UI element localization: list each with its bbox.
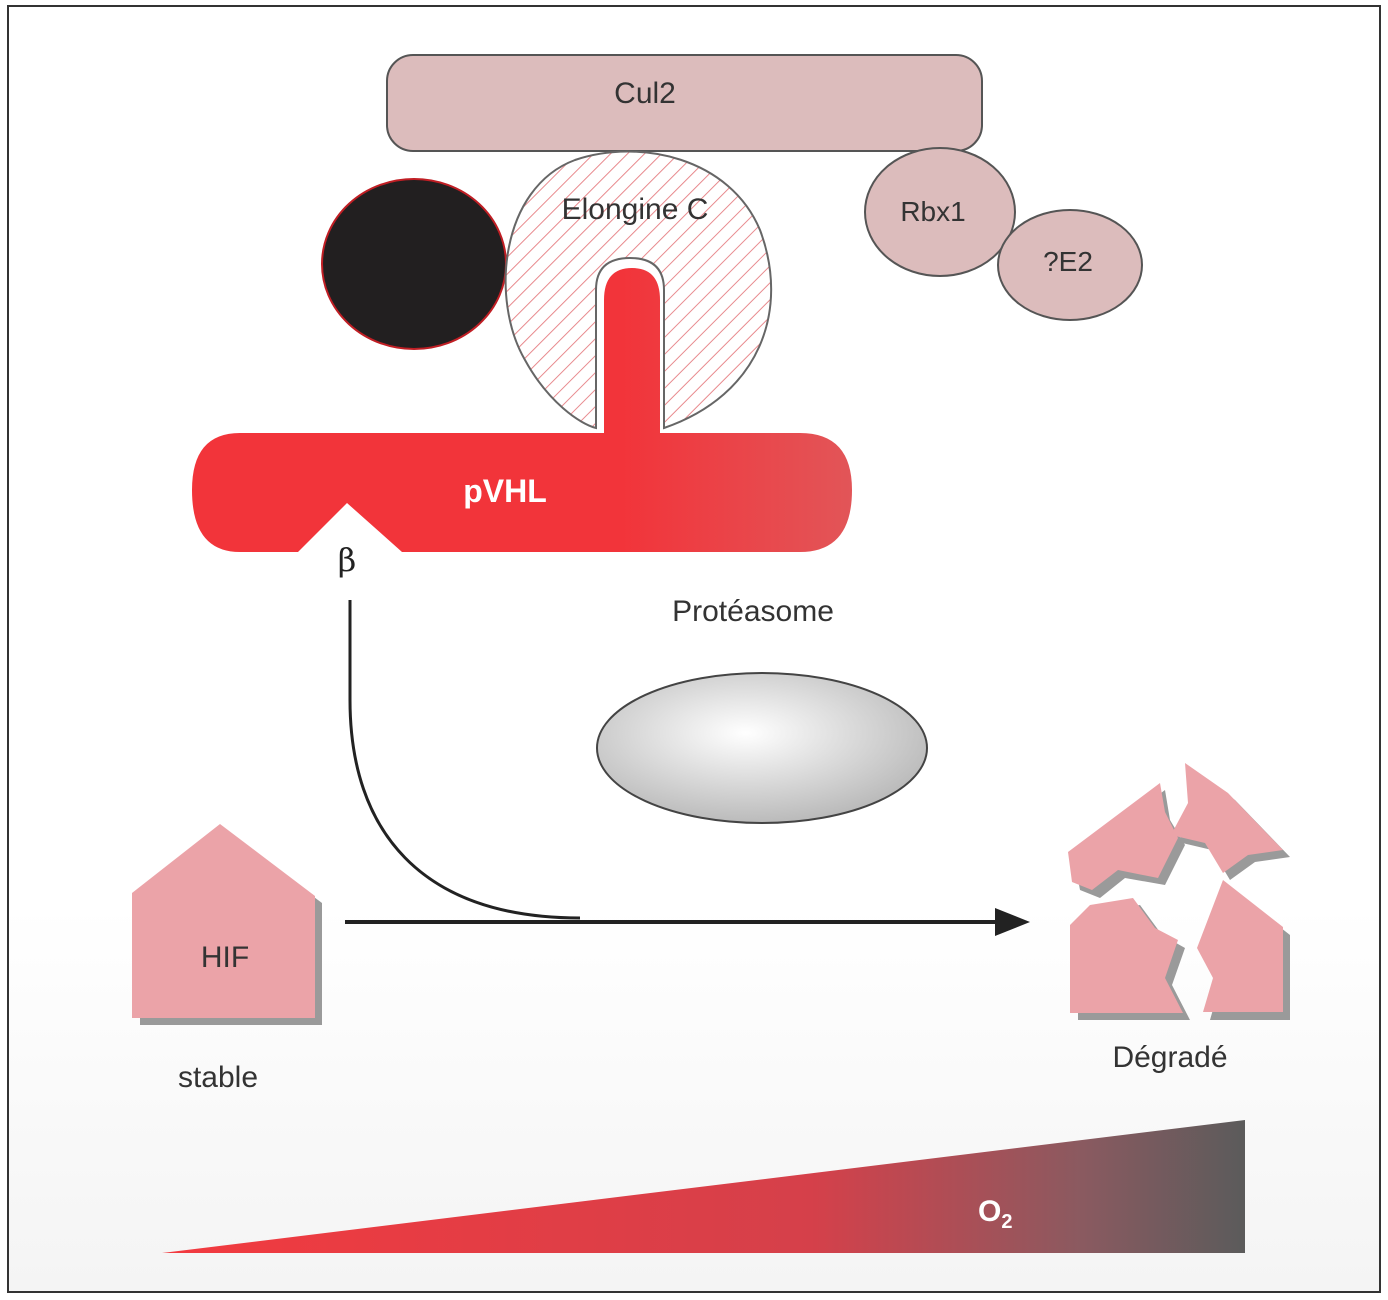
beta-label: β [337,541,357,579]
oxygen-gradient-wedge [162,1120,1245,1253]
elongine-c-protein [504,150,773,430]
hif-house [132,824,315,1018]
o2-label-main: O [978,1195,1002,1228]
curved-path [348,600,581,920]
proteasome-label: Protéasome [672,595,834,628]
degraded-house [1068,763,1290,1020]
o2-label-subscript: 2 [1001,1211,1013,1233]
o2-label: O2 [978,1195,1013,1233]
proteasome [596,672,928,824]
rbx1-label: Rbx1 [900,196,966,227]
stable-label: stable [177,1061,259,1094]
cul2-protein [386,54,983,152]
rbx1-protein [864,147,1016,277]
elongine-c-label: Elongine C [561,193,709,226]
e2-protein [997,209,1143,321]
e2-label: ?E2 [1043,246,1093,277]
degraded-label: Dégradé [1112,1041,1228,1074]
degradation-arrow-head [995,908,1030,936]
pvhl-label: pVHL [463,473,547,509]
cul2-label: Cul2 [614,77,676,110]
pvhl-protein [192,268,852,552]
elongine-b-ball [321,178,507,350]
hif-label: HIF [200,941,250,974]
